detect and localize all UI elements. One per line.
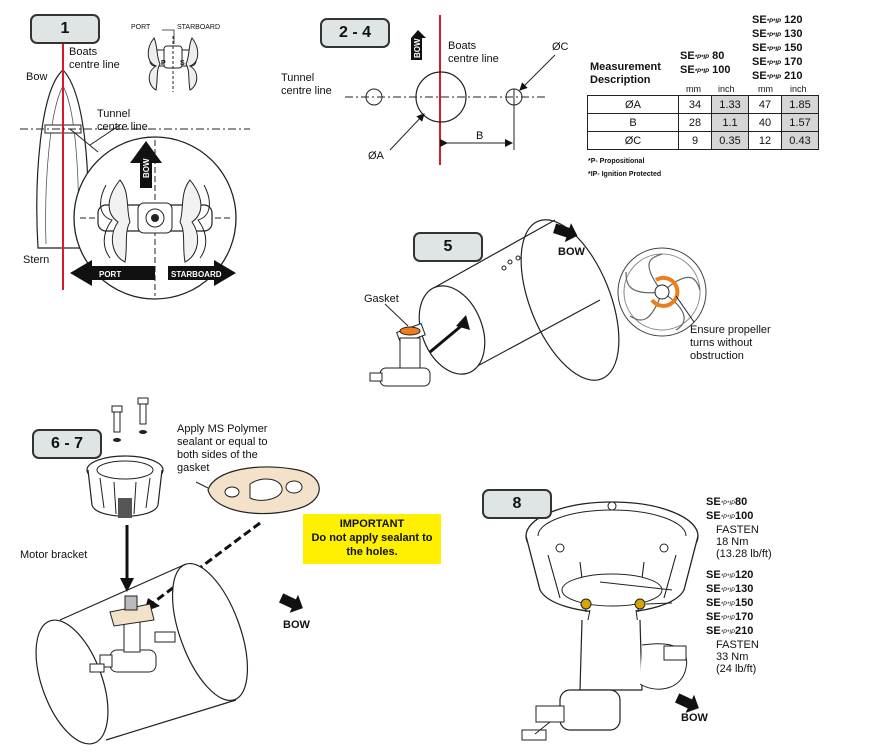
cell: 28: [678, 113, 712, 132]
step1-mini-thruster: [147, 29, 199, 92]
step-5-badge: 5: [413, 232, 483, 262]
cell: 0.43: [781, 131, 819, 150]
hole-a: [415, 71, 467, 123]
row-name: B: [587, 113, 679, 132]
dim-b-label: B: [476, 130, 484, 142]
step5-tunnel-drawing: [369, 219, 707, 387]
step-1-badge: 1: [30, 14, 100, 44]
motor-bracket-label: Motor bracket: [20, 549, 88, 561]
cell: 12: [748, 131, 782, 150]
step1-bow-label: Bow: [26, 71, 48, 83]
mini-starboard-label: STARBOARD: [177, 24, 221, 31]
step67-bow-label: BOW: [283, 619, 310, 631]
unit-inch-1: inch: [718, 84, 735, 94]
cell: 1.57: [781, 113, 819, 132]
mini-p-label: P: [161, 60, 166, 67]
step24-bow-arrow-label: BOW: [413, 38, 422, 58]
torque-group-large: SE*P*IP120 SE*P*IP130 SE*P*IP150 SE*P*IP…: [706, 569, 759, 675]
cell: 1.1: [711, 113, 749, 132]
unit-mm-2: mm: [758, 84, 773, 94]
step5-bow-label: BOW: [558, 246, 585, 258]
step1-hull-drawing: BOW PORT STARBOARD: [20, 40, 250, 300]
svg-text:PORT: PORT: [99, 270, 121, 279]
cell: 1.33: [711, 95, 749, 114]
mini-s-label: S: [180, 60, 185, 67]
hole-c-left: [365, 88, 383, 106]
step-2-4-badge: 2 - 4: [320, 18, 390, 48]
gasket-label: Gasket: [364, 293, 399, 305]
unit-inch-2: inch: [790, 84, 807, 94]
step-8-badge: 8: [482, 489, 552, 519]
step8-bow-label: BOW: [681, 712, 708, 724]
mini-port-label: PORT: [131, 24, 151, 31]
cell: 34: [678, 95, 712, 114]
row-name: ØC: [587, 131, 679, 150]
table-large-models-header: SE*P*IP 120 SE*P*IP 130 SE*P*IP 150 SE*P…: [752, 14, 803, 82]
step24-tunnel-drawing: BOW: [345, 15, 556, 165]
step1-starboard-arrow: [168, 260, 236, 286]
torque-group-small: SE*P*IP80 SE*P*IP100 FASTEN 18 Nm (13.28…: [706, 496, 772, 560]
cell: 1.85: [781, 95, 819, 114]
dim-a-label: ØA: [368, 150, 384, 162]
cell: 9: [678, 131, 712, 150]
step8-drawing: [521, 501, 699, 741]
svg-text:STARBOARD: STARBOARD: [171, 270, 222, 279]
note-propositional: *P- Propositional: [588, 158, 645, 165]
step1-stern-label: Stern: [23, 254, 50, 266]
important-warning-box: IMPORTANT Do not apply sealant to the ho…: [303, 514, 441, 564]
cell: 47: [748, 95, 782, 114]
dim-c-label: ØC: [552, 41, 569, 53]
step-6-7-badge: 6 - 7: [32, 429, 102, 459]
cell: 40: [748, 113, 782, 132]
step67-drawing: [35, 397, 320, 745]
table-row: ØC 9 0.35 12 0.43: [587, 131, 819, 150]
cell: 0.35: [711, 131, 749, 150]
step1-bow-arrow-label: BOW: [142, 158, 151, 178]
table-row: ØA 34 1.33 47 1.85: [587, 95, 819, 114]
note-ignition-protected: *IP- Ignition Protected: [588, 171, 662, 178]
table-row: B 28 1.1 40 1.57: [587, 113, 819, 132]
table-small-models-header: SE*P*IP 80 SE*P*IP 100: [680, 50, 731, 76]
step1-port-arrow: [70, 260, 155, 286]
unit-mm-1: mm: [686, 84, 701, 94]
row-name: ØA: [587, 95, 679, 114]
measurement-table: ØA 34 1.33 47 1.85 B 28 1.1 40 1.57 ØC 9…: [587, 95, 819, 150]
